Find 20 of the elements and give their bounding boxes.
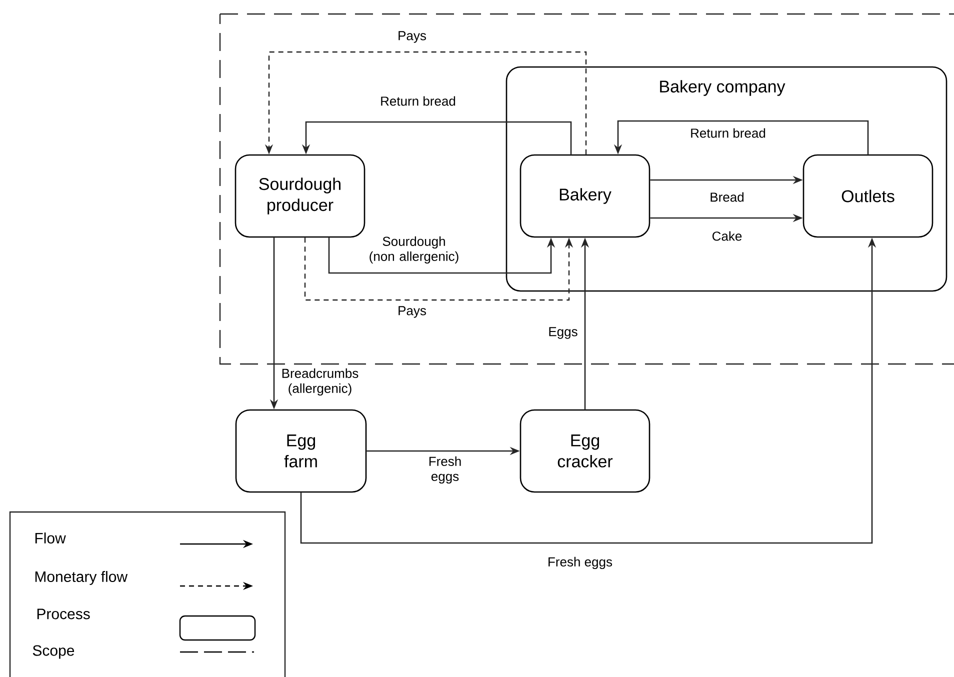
legend-label: Flow bbox=[35, 532, 66, 544]
edge-label: Pays bbox=[396, 30, 428, 44]
legend-label: Scope bbox=[32, 645, 74, 659]
edge-label: Fresh eggs bbox=[546, 556, 614, 570]
edge-label: Fresh eggs bbox=[419, 455, 471, 485]
process-box: Sourdough producer bbox=[234, 154, 366, 238]
edge-label: Cake bbox=[710, 230, 744, 242]
edge-label: Return bread bbox=[379, 95, 457, 107]
edge-label: Pays bbox=[396, 305, 428, 319]
edge-label: Sourdough (non allergenic) bbox=[368, 235, 460, 265]
edge-label: Bread bbox=[708, 191, 746, 203]
process-box: Egg cracker bbox=[520, 409, 650, 493]
process-box: Egg farm bbox=[235, 409, 367, 493]
legend-label: Process bbox=[37, 608, 90, 620]
process-box: Outlets bbox=[802, 154, 934, 238]
edge-label: Eggs bbox=[547, 326, 579, 340]
process-box: Bakery bbox=[520, 154, 650, 238]
edge-label: Return bread bbox=[689, 127, 767, 139]
legend-label: Monetary flow bbox=[35, 571, 128, 585]
edge-label: Breadcrumbs (allergenic) bbox=[279, 367, 361, 397]
